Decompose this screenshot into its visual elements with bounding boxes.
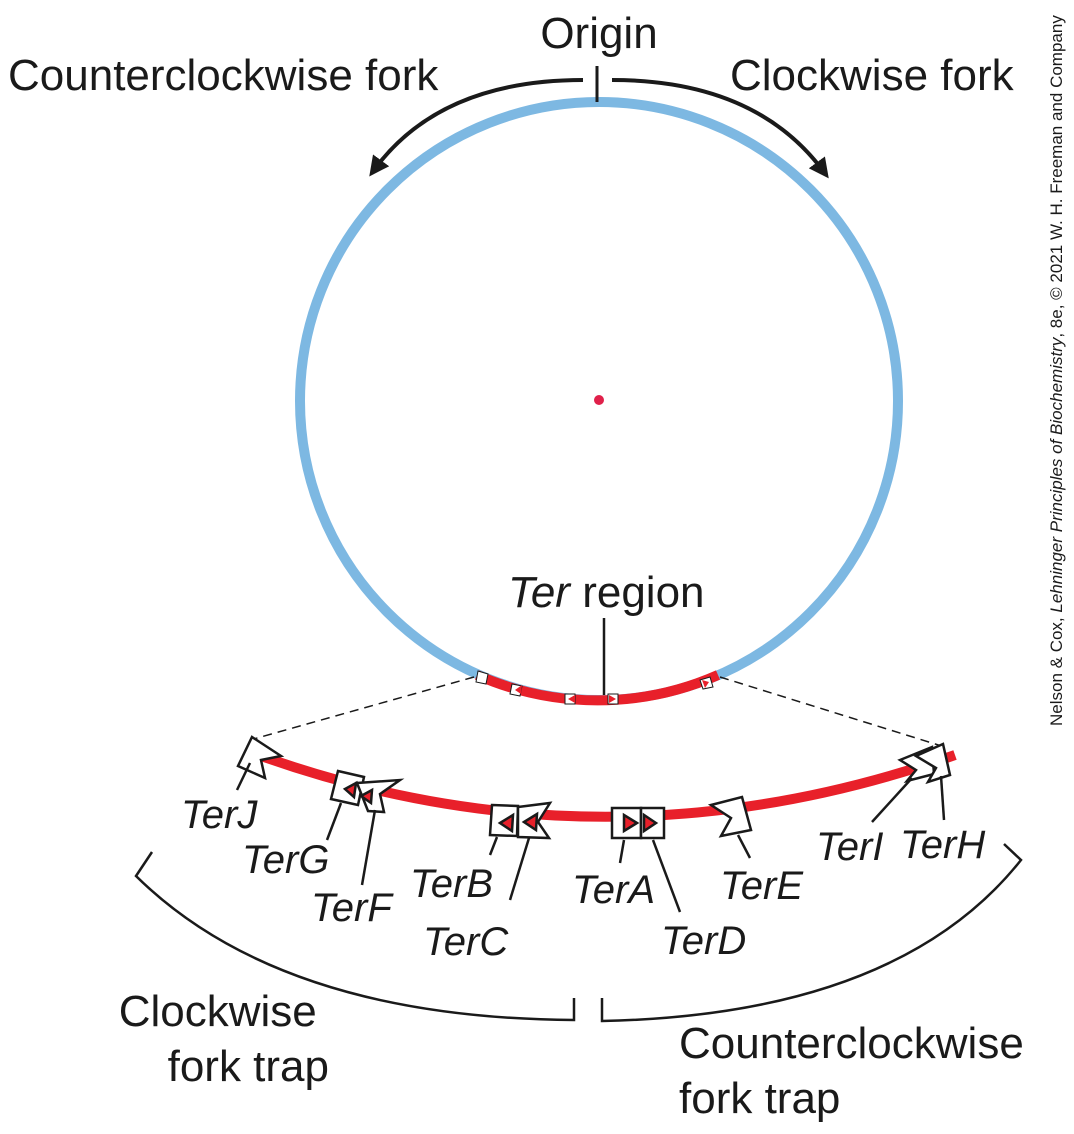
- ter-region-arc: [474, 670, 721, 706]
- clockwise-fork-label: Clockwise fork: [730, 51, 1015, 100]
- clockwise-fork-arrow: [611, 78, 829, 179]
- ter-label-terf: TerF: [311, 886, 394, 930]
- ter-site-boxes: [236, 735, 952, 840]
- ter-region-arrowheads: [515, 680, 709, 703]
- terh-site: [913, 742, 952, 785]
- ter-label-terg: TerG: [242, 838, 329, 882]
- origin-label: Origin: [540, 9, 657, 58]
- ter-label-terb: TerB: [410, 862, 493, 906]
- counterclockwise-trap-label: Counterclockwise fork trap: [679, 1019, 1036, 1123]
- ter-label-terj: TerJ: [181, 793, 258, 837]
- tere-site: [707, 795, 753, 838]
- zoom-line-right: [719, 676, 949, 749]
- counterclockwise-trap-bracket: [600, 843, 1023, 1023]
- ter-label-tere: TerE: [720, 864, 804, 908]
- chromosome-center-dot: [594, 395, 604, 405]
- ter-label-teri: TerI: [816, 825, 883, 869]
- counterclockwise-fork-label: Counterclockwise fork: [8, 51, 439, 100]
- terf-site: [355, 778, 405, 814]
- ter-label-tera: TerA: [572, 868, 655, 912]
- ter-region-label: Ter region: [508, 568, 705, 617]
- ter-label-terd: TerD: [661, 919, 746, 963]
- zoom-line-left: [249, 676, 475, 741]
- counterclockwise-fork-arrow: [369, 78, 584, 177]
- copyright-credit: Nelson & Cox, Lehninger Principles of Bi…: [1047, 15, 1066, 726]
- ter-label-terh: TerH: [900, 823, 985, 867]
- ter-site-leaders: [235, 762, 946, 913]
- ter-label-terc: TerC: [423, 920, 509, 964]
- clockwise-trap-label: Clockwise fork trap: [119, 987, 329, 1091]
- clockwise-trap-bracket: [134, 851, 576, 1022]
